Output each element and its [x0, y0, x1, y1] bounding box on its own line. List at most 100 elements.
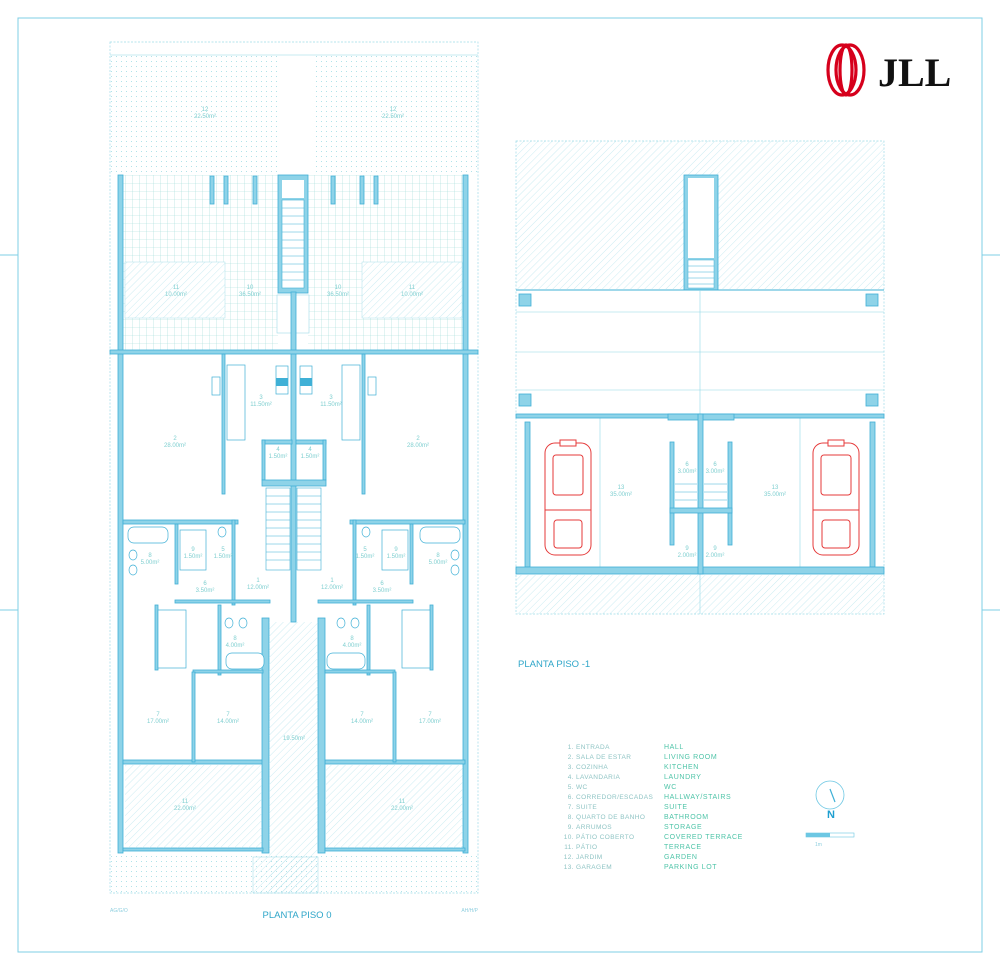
svg-text:8: 8	[350, 636, 354, 642]
svg-text:11.: 11.	[564, 844, 574, 851]
garden-left	[110, 55, 278, 175]
svg-text:2: 2	[173, 436, 177, 442]
svg-text:LAVANDARIA: LAVANDARIA	[576, 774, 620, 781]
svg-text:5.00m²: 5.00m²	[429, 560, 448, 566]
svg-text:6.: 6.	[568, 794, 574, 801]
svg-text:6: 6	[203, 581, 207, 587]
scale-bar: 1m	[805, 832, 855, 848]
svg-text:4: 4	[308, 447, 312, 453]
svg-text:2.00m²: 2.00m²	[706, 553, 725, 559]
fixtures	[127, 364, 461, 670]
legend-item: 6.CORREDOR/ESCADAS HALLWAY/STAIRS	[568, 794, 731, 801]
terrace-left	[125, 765, 262, 848]
svg-text:6: 6	[685, 462, 689, 468]
svg-text:1.50m²: 1.50m²	[184, 554, 203, 560]
bathtub	[419, 526, 461, 544]
svg-text:WC: WC	[576, 784, 588, 791]
svg-text:10.00m²: 10.00m²	[401, 292, 423, 298]
svg-text:GARAGEM: GARAGEM	[576, 864, 612, 871]
svg-text:4.00m²: 4.00m²	[343, 643, 362, 649]
svg-text:1: 1	[256, 578, 260, 584]
svg-text:3: 3	[329, 395, 333, 401]
wardrobe	[157, 609, 187, 669]
svg-text:9.: 9.	[568, 824, 574, 831]
bathtub	[225, 652, 265, 670]
stairs-basement	[675, 483, 727, 501]
svg-text:11.50m²: 11.50m²	[250, 402, 272, 408]
svg-text:PARKING LOT: PARKING LOT	[664, 864, 717, 871]
svg-text:10.: 10.	[564, 834, 574, 841]
plan-ground-title: PLANTA PISO 0	[263, 910, 332, 921]
svg-text:19.50m²: 19.50m²	[283, 736, 305, 742]
svg-text:13.: 13.	[564, 864, 574, 871]
svg-text:6: 6	[380, 581, 384, 587]
patio-left	[124, 261, 226, 319]
svg-text:1.50m²: 1.50m²	[301, 454, 320, 460]
svg-text:GARDEN: GARDEN	[664, 854, 698, 861]
north-arrow: N	[815, 780, 845, 821]
svg-text:28.00m²: 28.00m²	[164, 443, 186, 449]
svg-text:QUARTO DE BANHO: QUARTO DE BANHO	[576, 814, 645, 821]
svg-text:9: 9	[394, 547, 398, 553]
svg-text:BATHROOM: BATHROOM	[664, 814, 709, 821]
svg-text:11: 11	[409, 285, 416, 291]
svg-text:LIVING ROOM: LIVING ROOM	[664, 754, 717, 761]
svg-text:KITCHEN: KITCHEN	[664, 764, 699, 771]
legend-item: 10.PÁTIO COBERTO COVERED TERRACE	[564, 832, 743, 841]
svg-text:4.: 4.	[568, 774, 574, 781]
svg-text:7: 7	[156, 712, 160, 718]
svg-text:WC: WC	[664, 784, 677, 791]
jll-logo-mark-icon	[826, 43, 866, 97]
svg-text:1.50m²: 1.50m²	[356, 554, 375, 560]
svg-text:8: 8	[233, 636, 237, 642]
side-passage	[269, 622, 318, 893]
terrace-right	[326, 765, 463, 848]
svg-text:7.: 7.	[568, 804, 574, 811]
jll-logo: JLL	[826, 43, 951, 97]
svg-text:1.50m²: 1.50m²	[214, 554, 233, 560]
legend-item: 8.QUARTO DE BANHO BATHROOM	[568, 814, 709, 821]
svg-text:1m: 1m	[815, 842, 822, 848]
svg-text:1.50m²: 1.50m²	[269, 454, 288, 460]
svg-text:7: 7	[360, 712, 364, 718]
svg-text:22.50m²: 22.50m²	[194, 114, 216, 120]
svg-text:13: 13	[772, 485, 779, 491]
svg-text:7: 7	[226, 712, 230, 718]
svg-text:PÁTIO COBERTO: PÁTIO COBERTO	[576, 832, 634, 841]
svg-text:CORREDOR/ESCADAS: CORREDOR/ESCADAS	[576, 794, 653, 801]
patio-right	[361, 261, 463, 319]
svg-text:36.50m²: 36.50m²	[327, 292, 349, 298]
svg-text:7: 7	[428, 712, 432, 718]
svg-text:3.00m²: 3.00m²	[706, 469, 725, 475]
svg-text:1.: 1.	[568, 744, 574, 751]
svg-text:12.00m²: 12.00m²	[247, 585, 269, 591]
svg-text:6: 6	[713, 462, 717, 468]
legend-item: 13.GARAGEM PARKING LOT	[564, 864, 717, 871]
svg-text:10: 10	[247, 285, 254, 291]
svg-text:HALLWAY/STAIRS: HALLWAY/STAIRS	[664, 794, 731, 801]
svg-text:22.50m²: 22.50m²	[382, 114, 404, 120]
svg-text:ARRUMOS: ARRUMOS	[576, 824, 612, 831]
svg-text:8.: 8.	[568, 814, 574, 821]
plot-boundary	[109, 41, 479, 894]
svg-text:8: 8	[436, 553, 440, 559]
svg-text:12: 12	[202, 107, 209, 113]
svg-text:N: N	[827, 809, 835, 821]
svg-text:10.00m²: 10.00m²	[165, 292, 187, 298]
svg-text:COVERED TERRACE: COVERED TERRACE	[664, 834, 743, 841]
svg-text:5: 5	[221, 547, 225, 553]
svg-text:11.50m²: 11.50m²	[320, 402, 342, 408]
svg-text:28.00m²: 28.00m²	[407, 443, 429, 449]
jll-logo-text: JLL	[878, 50, 951, 95]
svg-text:HALL: HALL	[664, 744, 684, 751]
